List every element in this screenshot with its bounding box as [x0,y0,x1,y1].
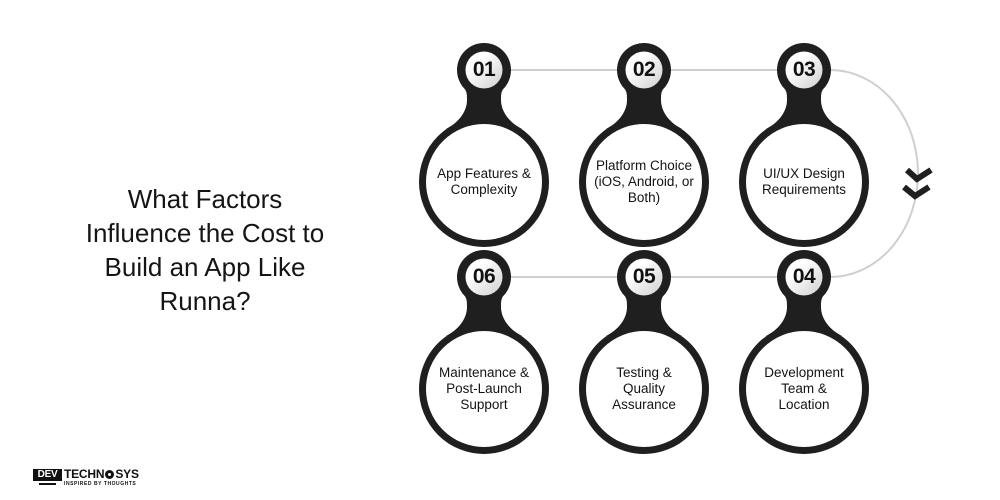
step-label-line: Testing & [616,365,672,380]
step-label-line: Maintenance & [438,365,530,380]
step-label-line: Quality [622,381,666,396]
title-line: What Factors [127,184,283,214]
logo-monitor-box: DEV [33,469,62,481]
step-label: Testing & Quality Assurance [584,329,704,449]
title-line: Runna? [159,286,251,316]
step-label-line: (iOS, Android, or [594,174,694,189]
step-label-line: UI/UX Design [763,166,845,181]
step-label-line: Team & [781,381,827,396]
step-label-line: Platform Choice [595,158,693,173]
step-label-line: App Features & [437,166,531,181]
step-number-badge: 04 [792,265,816,288]
step-number-badge: 03 [792,58,816,81]
page-title: What Factors Influence the Cost to Build… [55,182,355,318]
logo-wordmark: TECHN SYS [64,467,139,481]
step-label: UI/UX Design Requirements [744,122,864,242]
step-number-badge: 05 [632,265,656,288]
step-label-line: Requirements [761,182,847,197]
title-line: Build an App Like [104,252,306,282]
logo-monitor-stand [39,483,56,485]
step-label-line: Both) [627,190,661,205]
step-label-line: Post-Launch [446,381,522,396]
logo-tagline: INSPIRED BY THOUGHTS [64,481,137,487]
brain-gear-icon [105,469,115,479]
double-chevron-down-icon [902,167,933,200]
step-label: Maintenance & Post-Launch Support [424,329,544,449]
step-label-line: Complexity [450,182,518,197]
brand-logo: DEV TECHN SYS INSPIRED BY THOUGHTS [33,466,148,490]
step-label: App Features & Complexity [424,122,544,242]
step-label: Development Team & Location [744,329,864,449]
logo-wordmark-right: SYS [115,467,139,481]
step-label: Platform Choice (iOS, Android, or Both) [584,122,704,242]
step-label-line: Development [764,365,844,380]
step-number-badge: 06 [472,265,496,288]
step-label-line: Assurance [612,397,676,412]
step-number-badge: 01 [472,58,496,81]
title-line: Influence the Cost to [85,218,325,248]
step-label-line: Location [778,397,830,412]
step-number-badge: 02 [632,58,656,81]
step-label-line: Support [460,397,508,412]
logo-wordmark-left: TECHN [64,467,105,481]
connector-arc [804,69,919,278]
